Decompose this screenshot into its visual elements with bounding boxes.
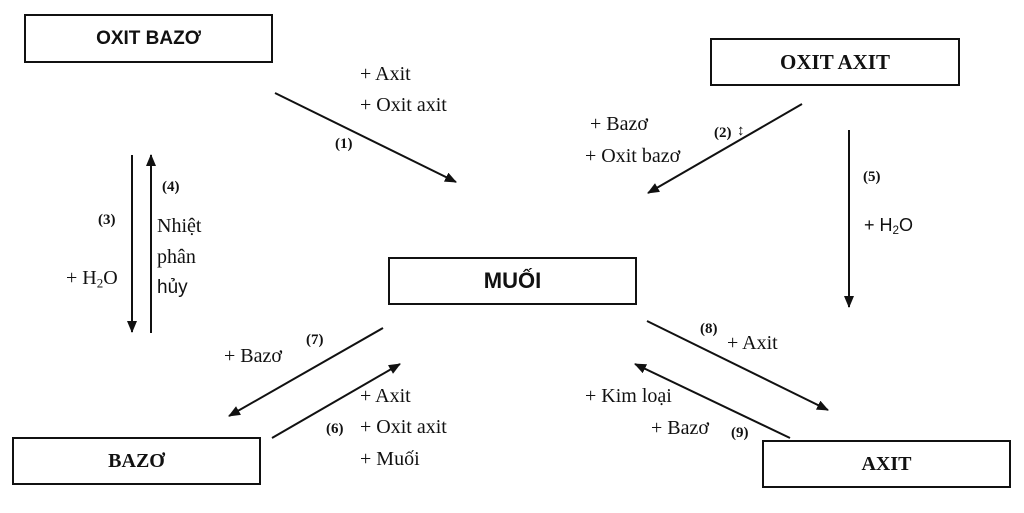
node-oxit-axit: OXIT AXIT: [710, 38, 960, 86]
node-axit: AXIT: [762, 440, 1011, 488]
r8-number: (8): [700, 321, 718, 337]
r4-condition-1: Nhiệt: [157, 215, 202, 237]
node-oxit-bazo-label: OXIT BAZƠ: [96, 27, 201, 49]
arrow-6-bazo-to-muoi: [271, 363, 401, 439]
node-bazo: BAZƠ: [12, 437, 261, 485]
r2-number: (2): [714, 125, 732, 141]
r5-condition-suffix: O: [899, 215, 914, 235]
r4-number: (4): [162, 179, 180, 195]
r9-condition-2: + Bazơ: [651, 417, 709, 439]
r4-condition-3: hủy: [157, 277, 188, 298]
r3-number: (3): [98, 212, 116, 228]
node-muoi: MUỐI: [388, 257, 637, 305]
r9-condition-1: + Kim loại: [585, 385, 672, 407]
r3-condition-sub: 2: [96, 275, 104, 291]
r9-number: (9): [731, 425, 749, 441]
r7-condition-1: + Bazơ: [224, 345, 282, 367]
r1-condition-2: + Oxit axit: [360, 94, 447, 116]
r6-number: (6): [326, 421, 344, 437]
r7-number: (7): [306, 332, 324, 348]
r2-updown-marker-icon: ↕: [737, 123, 745, 139]
r8-condition-1: + Axit: [727, 332, 778, 354]
arrow-7-muoi-to-bazo: [228, 327, 384, 417]
r6-condition-3: + Muối: [360, 448, 420, 470]
r3-condition-suffix: O: [103, 267, 118, 289]
node-oxit-bazo: OXIT BAZƠ: [24, 14, 273, 63]
r5-condition-sub: 2: [892, 223, 900, 237]
r1-number: (1): [335, 136, 353, 152]
r6-condition-1: + Axit: [360, 385, 411, 407]
r2-condition-2: + Oxit bazơ: [585, 145, 681, 167]
r1-condition-1: + Axit: [360, 63, 411, 85]
arrow-8-muoi-to-axit: [646, 320, 829, 411]
r4-condition-2: phân: [157, 246, 196, 268]
r2-condition-1: + Bazơ: [590, 113, 648, 135]
r3-condition: + H2O: [66, 268, 118, 289]
r6-condition-2: + Oxit axit: [360, 416, 447, 438]
node-axit-label: AXIT: [861, 452, 912, 475]
arrow-9-axit-to-muoi: [634, 363, 791, 439]
node-muoi-label: MUỐI: [483, 268, 542, 293]
arrow-2-oxit-axit-to-muoi: [647, 103, 803, 194]
node-oxit-axit-label: OXIT AXIT: [780, 49, 890, 74]
arrow-1-oxit-bazo-to-muoi: [274, 92, 457, 183]
r5-condition-prefix: + H: [864, 215, 893, 235]
r5-condition: + H2O: [864, 216, 913, 237]
r5-number: (5): [863, 169, 881, 185]
r3-condition-prefix: + H: [66, 267, 97, 289]
node-bazo-label: BAZƠ: [108, 449, 165, 472]
